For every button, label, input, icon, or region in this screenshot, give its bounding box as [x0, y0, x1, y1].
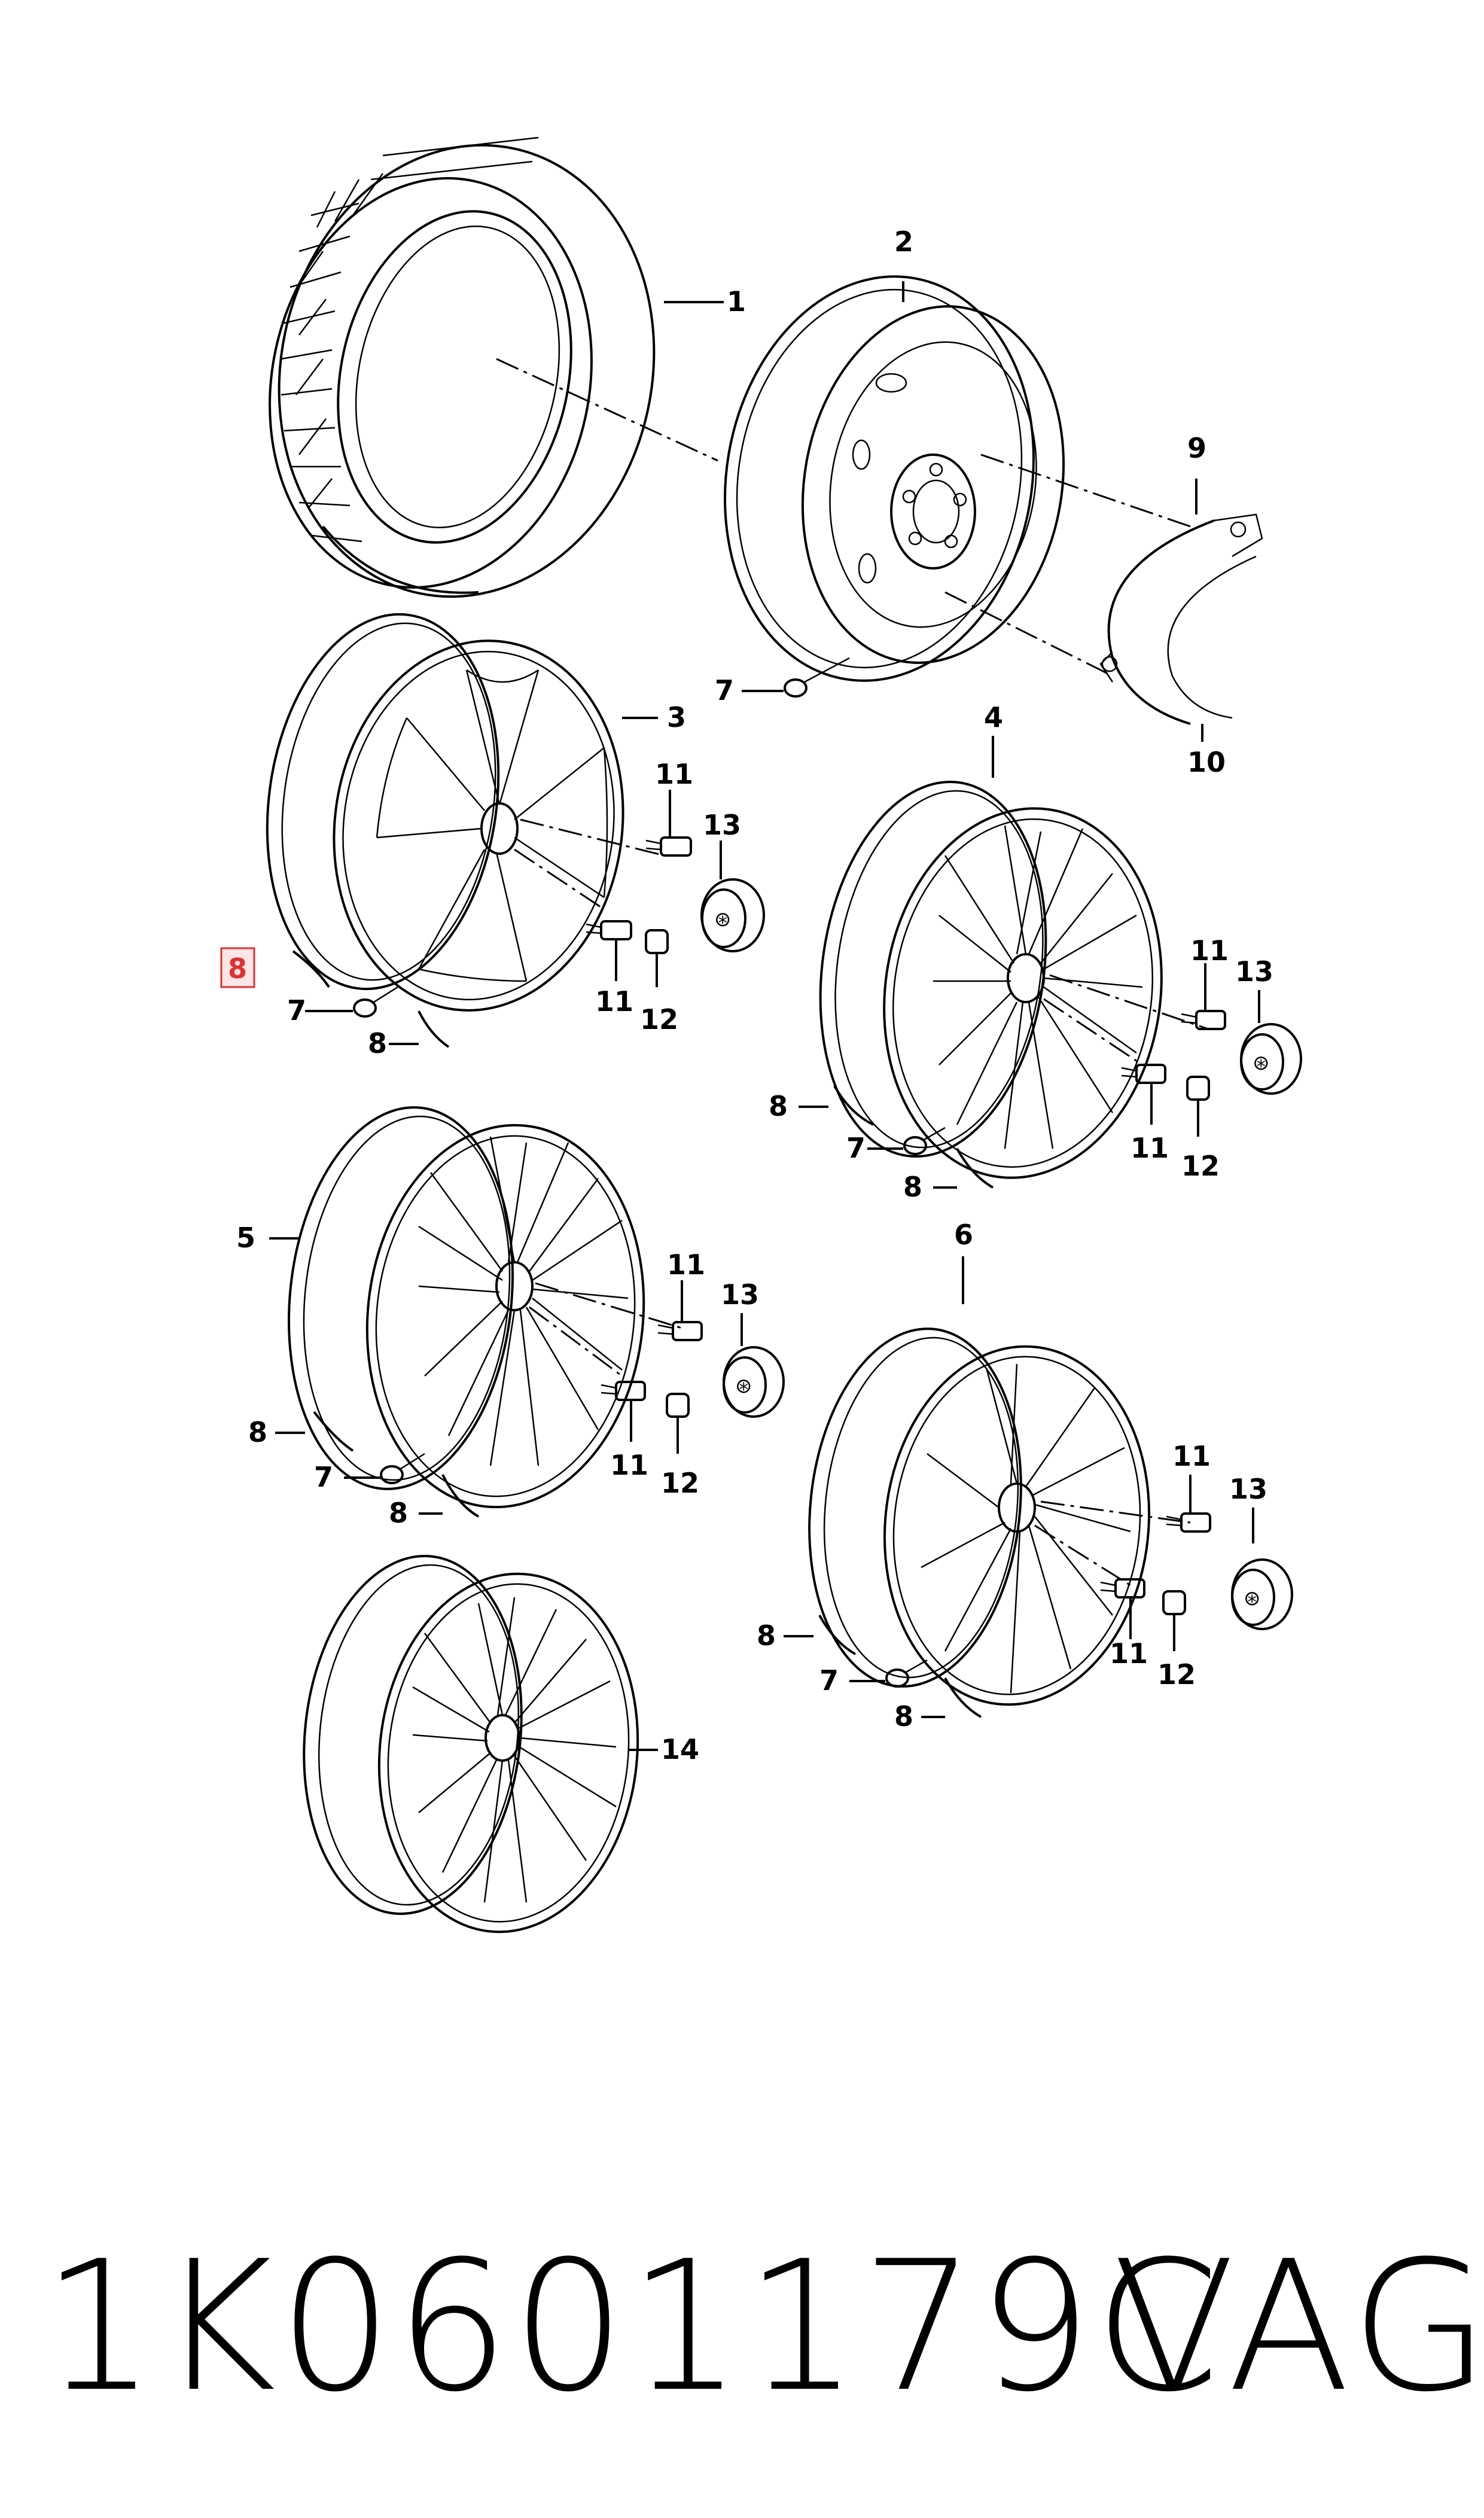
- wheel-bolt-4a: [1181, 963, 1226, 1030]
- callout-13-w4: 13: [1235, 955, 1273, 988]
- callout-12-w4: 12: [1181, 1150, 1220, 1182]
- valve-3: [305, 986, 398, 1018]
- callout-3: 3: [667, 701, 686, 733]
- callout-7-w3: 7: [287, 994, 306, 1027]
- callout-1: 1: [727, 285, 746, 318]
- anti-theft-nut-5: [666, 1393, 690, 1454]
- callout-8-highlight-box[interactable]: [220, 947, 255, 988]
- wheel-bolt-5a: [657, 1280, 703, 1341]
- callout-8-highlighted[interactable]: 8: [228, 952, 247, 985]
- valve-5: [344, 1453, 425, 1484]
- callout-13-w3: 13: [703, 809, 741, 841]
- balance-weight-3: [292, 950, 450, 1048]
- hub-cap-3: ⊛: [700, 841, 765, 952]
- tyre-drawing: [269, 136, 724, 598]
- callout-14: 14: [661, 1733, 699, 1765]
- callout-9: 9: [1187, 432, 1206, 464]
- balance-weight-6: [784, 1615, 982, 1718]
- callout-11-w3a: 11: [655, 758, 693, 790]
- callout-13-w5: 13: [721, 1278, 759, 1311]
- anti-theft-nut-4: [1186, 1076, 1210, 1137]
- anti-theft-nut-6: [1162, 1590, 1186, 1651]
- brand-name: VAG: [1113, 2222, 1484, 2431]
- callout-7-w6: 7: [819, 1664, 839, 1697]
- callout-8-w4a: 8: [769, 1090, 788, 1122]
- wheel-bolt-6b: [1100, 1578, 1145, 1639]
- wheel-bolt-3a: [645, 790, 692, 857]
- valve-4: [867, 1126, 946, 1155]
- alloy-wheel-14-drawing: [303, 1555, 658, 1934]
- hub-cap-5: ⊛: [723, 1313, 785, 1418]
- valve-drawing-top: [742, 657, 850, 698]
- callout-5: 5: [236, 1222, 255, 1254]
- vw-logo-icon: ⊛: [1253, 1051, 1270, 1075]
- callout-13-w6: 13: [1229, 1473, 1267, 1505]
- callout-8-w6b: 8: [894, 1700, 913, 1733]
- vw-logo-icon: ⊛: [735, 1374, 752, 1398]
- callout-11-w5b: 11: [610, 1449, 648, 1481]
- callout-11-w6a: 11: [1172, 1440, 1211, 1472]
- callout-8-w5a: 8: [248, 1416, 267, 1448]
- callout-7-top: 7: [715, 674, 734, 707]
- vw-logo-icon: ⊛: [1244, 1587, 1261, 1610]
- alloy-wheel-5-drawing: [269, 1106, 682, 1509]
- alloy-wheel-3-drawing: [266, 613, 665, 1012]
- callout-11-w4a: 11: [1190, 934, 1229, 967]
- footer: 1K0601179C VAG: [0, 2213, 1484, 2441]
- part-number: 1K0601179C: [42, 2222, 1223, 2431]
- callout-7-w5: 7: [314, 1461, 333, 1493]
- trim-ring-drawing: [1099, 479, 1263, 742]
- callout-8-w5b: 8: [389, 1497, 408, 1529]
- valve-6: [849, 1659, 928, 1688]
- callout-11-w4b: 11: [1130, 1132, 1169, 1164]
- vw-logo-icon: ⊛: [714, 908, 732, 931]
- wheel-bolt-3b: [586, 920, 632, 981]
- steel-wheel-drawing: [724, 275, 1191, 682]
- callout-11-w5a: 11: [667, 1249, 705, 1281]
- callout-6: 6: [954, 1219, 973, 1251]
- callout-12-w5: 12: [661, 1467, 699, 1499]
- callout-7-w4: 7: [846, 1132, 866, 1164]
- balance-weight-5: [275, 1411, 479, 1518]
- callout-8-w3: 8: [368, 1027, 387, 1059]
- anti-theft-nut-3: [645, 929, 669, 987]
- hub-cap-4: ⊛: [1240, 990, 1302, 1095]
- callout-4: 4: [984, 701, 1003, 733]
- wheel-bolt-4b: [1121, 1064, 1166, 1125]
- callout-8-w4b: 8: [903, 1171, 922, 1203]
- callout-2: 2: [894, 226, 913, 258]
- balance-weight-4: [799, 1085, 994, 1189]
- callout-8-w6a: 8: [757, 1619, 776, 1652]
- wheel-bolt-5b: [601, 1381, 646, 1442]
- alloy-wheel-6-drawing: [808, 1256, 1191, 1706]
- callout-12-w3: 12: [640, 1003, 678, 1036]
- wheel-bolt-6a: [1166, 1475, 1211, 1533]
- alloy-wheel-4-drawing: [819, 736, 1209, 1179]
- callout-10: 10: [1187, 746, 1226, 778]
- callout-11-w3b: 11: [595, 985, 633, 1018]
- hub-cap-6: ⊛: [1231, 1508, 1293, 1630]
- diagram-canvas: 1 2 9 10 7: [220, 136, 1302, 1934]
- callout-11-w6b: 11: [1110, 1637, 1148, 1670]
- callout-12-w6: 12: [1157, 1658, 1196, 1691]
